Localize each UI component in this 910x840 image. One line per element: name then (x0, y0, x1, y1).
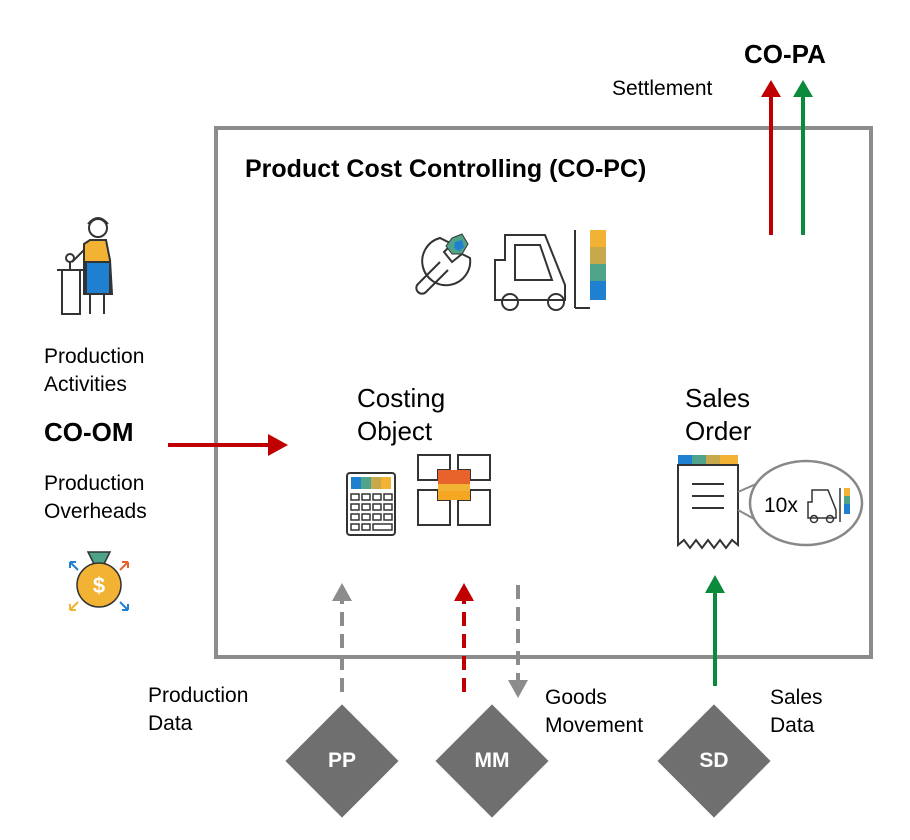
goods-movement-arrow-up (454, 583, 474, 692)
money-bag-icon: $ (69, 551, 129, 611)
pp-diamond-label: PP (327, 749, 356, 772)
goods-movement-label-line2: Movement (545, 714, 644, 737)
co-pa-label: CO-PA (744, 39, 826, 69)
production-overheads-label-line1: Production (44, 472, 145, 495)
page-title: Product Cost Controlling (CO-PC) (245, 155, 647, 183)
calculator-icon (346, 472, 396, 536)
goods-movement-label-line1: Goods (545, 686, 607, 709)
sales-data-label-line1: Sales (770, 686, 823, 709)
settlement-label: Settlement (612, 77, 713, 100)
production-activities-label-line2: Activities (44, 373, 127, 396)
sales-data-arrow (705, 575, 725, 686)
costing-object-label-line1: Costing (357, 383, 446, 413)
goods-movement-arrow-down (508, 585, 528, 698)
sd-diamond-label: SD (699, 749, 729, 772)
settlement-arrow-green (793, 80, 813, 235)
small-forklift-icon (807, 488, 850, 524)
production-data-label-line1: Production (148, 684, 249, 707)
sales-order-label-line2: Order (685, 416, 752, 446)
person-at-workstation-icon (57, 217, 114, 315)
production-overheads-label-line2: Overheads (44, 500, 147, 523)
order-quantity-label: 10x (764, 494, 798, 517)
production-activities-label-line1: Production (44, 345, 145, 368)
sales-data-label-line2: Data (770, 714, 815, 737)
forklift-icon (494, 230, 606, 311)
co-pc-frame (214, 126, 873, 659)
costing-object-label-line2: Object (357, 416, 433, 446)
production-data-arrow (332, 583, 352, 692)
co-om-label: CO-OM (44, 417, 134, 447)
mm-diamond-label: MM (474, 749, 510, 772)
order-quantity-callout (748, 459, 864, 547)
svg-text:$: $ (93, 573, 105, 598)
production-data-label-line2: Data (148, 712, 193, 735)
sales-order-label-line1: Sales (685, 383, 751, 413)
settlement-arrow-red (761, 80, 781, 235)
wrench-icon (415, 233, 472, 295)
puzzle-icon (417, 454, 491, 526)
co-om-arrow (168, 434, 288, 456)
